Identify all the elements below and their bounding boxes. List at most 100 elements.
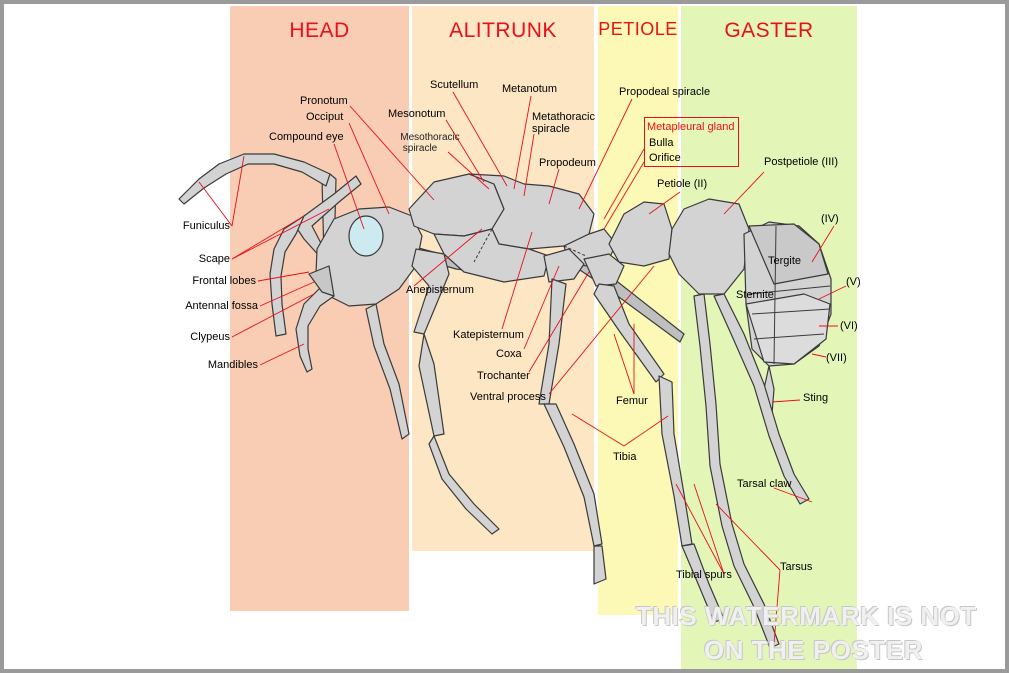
petiole-ii-line: [648, 191, 681, 215]
hind-tibia: [658, 375, 693, 547]
antennal-fossa-line: [259, 281, 315, 307]
label-clypeus: Clypeus: [190, 331, 230, 343]
coxa-line: [523, 265, 560, 350]
ant-body: [178, 153, 832, 649]
label-scape: Scape: [198, 253, 230, 265]
label-frontal-lobes: Frontal lobes: [192, 275, 256, 287]
label-ventral-process: Ventral process: [470, 391, 546, 403]
mid-coxa: [543, 248, 585, 283]
clypeus-region: [308, 265, 335, 297]
label-seg-v: (V): [846, 276, 861, 288]
alitrunk-title: ALITRUNK: [449, 19, 557, 42]
label-orifice: Orifice: [649, 152, 681, 164]
seg-vii-line: [811, 353, 827, 358]
bulla-line: [603, 148, 645, 220]
label-tibial-spurs: Tibial spurs: [676, 569, 732, 581]
tibia-line-2: [623, 415, 669, 447]
label-femur: Femur: [616, 395, 648, 407]
propodeal-suture: [563, 245, 587, 257]
pronotum-line: [349, 105, 435, 201]
gaster-sternites: [745, 293, 831, 365]
rear-leg-far: [713, 293, 810, 505]
label-occiput: Occiput: [306, 111, 344, 123]
label-coxa: Coxa: [496, 348, 522, 360]
label-metathoracic-spiracle-1: Metathoracic: [532, 111, 595, 123]
scape-line: [231, 215, 305, 260]
label-seg-vii: (VII): [826, 352, 847, 364]
gaster-division-3: [751, 308, 831, 315]
label-seg-iv: (IV): [821, 213, 839, 225]
label-scutellum: Scutellum: [430, 79, 479, 91]
funiculus-line-2: [231, 155, 245, 227]
anepisternum-line: [413, 228, 483, 287]
tarsus-line: [715, 503, 781, 571]
mandibles-line: [259, 343, 305, 366]
frontal-lobes-line: [257, 271, 310, 282]
mandible: [295, 285, 335, 373]
tibial-spurs-line: [693, 483, 725, 575]
orifice-line: [603, 161, 645, 230]
label-tergite: Tergite: [768, 255, 802, 267]
label-compound-eye: Compound eye: [269, 131, 344, 143]
pointer-lines: [198, 91, 847, 645]
katepisternum-line: [501, 231, 533, 330]
scutellum-line: [452, 91, 508, 187]
gaster-tergites: [748, 223, 829, 285]
gaster-title: GASTER: [724, 19, 814, 42]
front-leg-far: [365, 303, 410, 440]
propodeum-line: [548, 168, 560, 205]
label-anepisternum: Anepisternum: [406, 284, 474, 296]
petiole-title: PETIOLE: [598, 19, 678, 39]
label-katepisternum: Katepisternum: [453, 329, 524, 341]
metapleural-gland-box: [644, 117, 739, 167]
scape-line-2: [231, 208, 330, 260]
pronotum: [408, 173, 505, 237]
label-tarsus: Tarsus: [780, 561, 813, 573]
mesothoracic-line: [447, 151, 490, 190]
sting-line: [771, 399, 801, 403]
label-antennal-fossa: Antennal fossa: [185, 300, 258, 312]
label-metanotum: Metanotum: [502, 83, 558, 95]
mid-femur: [538, 278, 567, 405]
label-tibia: Tibia: [613, 451, 637, 463]
label-propodeal-spiracle: Propodeal spiracle: [619, 86, 711, 98]
label-mesothoracic-spiracle-1: Mesothoracic: [400, 132, 460, 143]
femur-line-2: [613, 333, 635, 395]
label-propodeum: Propodeum: [539, 157, 596, 169]
label-metathoracic-spiracle-2: spiracle: [532, 123, 570, 135]
mid-tibia: [543, 403, 603, 547]
gaster-division-4: [753, 333, 825, 340]
label-trochanter: Trochanter: [477, 370, 530, 382]
label-tarsal-claw: Tarsal claw: [737, 478, 792, 490]
label-mesothoracic-spiracle-2: spiracle: [402, 143, 438, 154]
label-mesonotum: Mesonotum: [388, 108, 446, 120]
hind-tarsus: [681, 543, 725, 623]
head-title: HEAD: [289, 19, 350, 42]
tibia-line: [571, 413, 625, 447]
gaster-division-2: [748, 285, 831, 295]
gaster-division-1: [773, 225, 777, 365]
seg-iv-line: [811, 225, 835, 263]
alitrunk-suture: [473, 228, 493, 263]
label-metapleural-gland: Metapleural gland: [647, 121, 735, 133]
label-mandibles: Mandibles: [207, 359, 258, 371]
watermark-line-1: THIS WATERMARK IS NOT: [636, 601, 977, 631]
metathoracic-line: [523, 133, 535, 197]
hind-coxa: [583, 253, 625, 287]
label-seg-vi: (VI): [840, 320, 858, 332]
postpetiole: [668, 198, 750, 295]
clypeus-line: [231, 293, 315, 338]
label-pronotum: Pronotum: [300, 95, 348, 107]
antenna-funiculus-upper: [178, 153, 331, 205]
tarsus-line-2: [773, 569, 781, 645]
tibial-spurs-line-2: [675, 483, 725, 575]
ant-anatomy-drawing: [178, 91, 847, 649]
seg-v-line: [818, 285, 847, 300]
antenna-funiculus-lower: [269, 215, 305, 337]
propodeal-spiracle-line: [578, 98, 633, 210]
ventral-process-line: [548, 265, 655, 395]
compound-eye: [348, 215, 384, 257]
label-postpetiole-iii: Postpetiole (III): [764, 156, 838, 168]
mid-tarsus: [593, 545, 607, 585]
